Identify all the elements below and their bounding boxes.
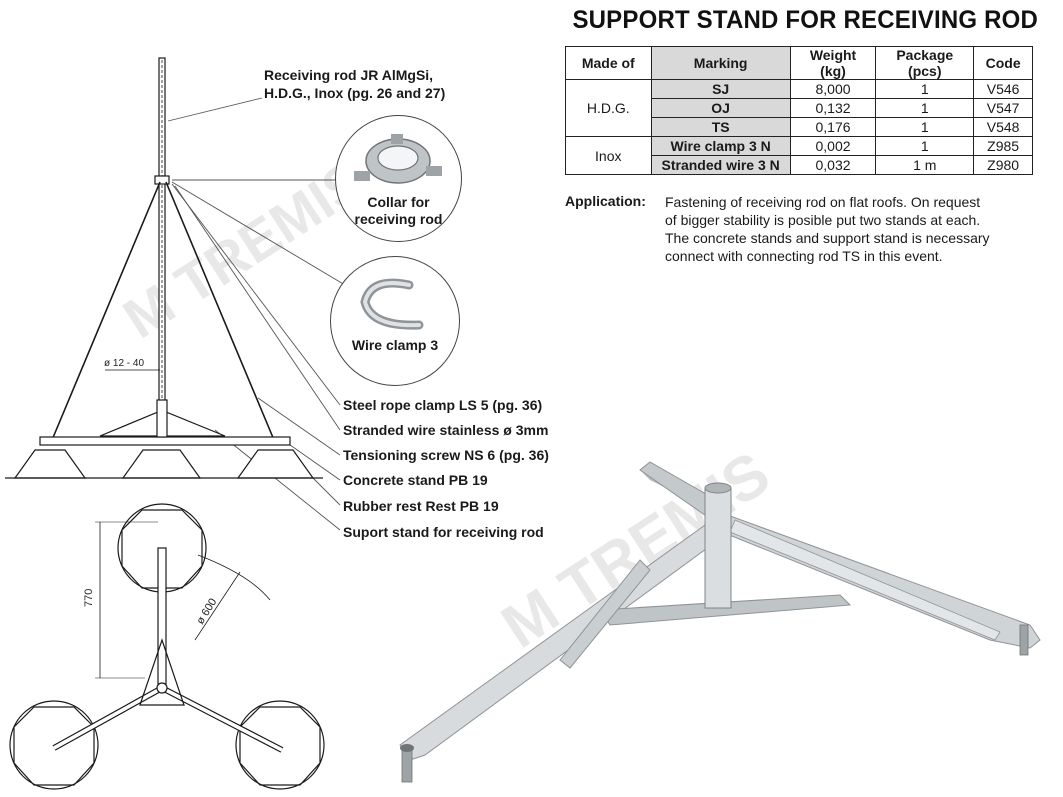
- collar-icon: [354, 134, 442, 184]
- application-line: of bigger stability is posible put two s…: [665, 212, 981, 228]
- table-row: TS 0,176 1 V548: [566, 117, 1033, 137]
- svg-text:M TREMIS: M TREMIS: [490, 439, 782, 662]
- material-cell: H.D.G.: [565, 79, 652, 137]
- base-diameter-label: ø 600: [194, 596, 219, 626]
- application-label: Application:: [565, 193, 646, 209]
- marking-cell: SJ: [650, 79, 791, 99]
- rod-diameter-label: ø 12 - 40: [104, 358, 144, 369]
- wire-clamp-detail-circle: Wire clamp 3: [330, 256, 460, 386]
- support-stand-callout: Suport stand for receiving rod: [343, 524, 544, 540]
- tensioning-screw-callout: Tensioning screw NS 6 (pg. 36): [343, 447, 549, 463]
- marking-cell: OJ: [650, 98, 791, 118]
- spec-table: Made of Marking Weight (kg) Package (pcs…: [565, 46, 1033, 175]
- table-header-row: Made of Marking Weight (kg) Package (pcs…: [565, 46, 1033, 80]
- table-row: Inox Wire clamp 3 N 0,002 1 Z985: [565, 136, 1033, 175]
- support-stand-photo: [399, 461, 1041, 783]
- col-package: Package (pcs): [875, 46, 975, 80]
- height-dimension-label: 770: [83, 589, 95, 607]
- leader-lines: [167, 97, 346, 531]
- steel-rope-clamp-callout: Steel rope clamp LS 5 (pg. 36): [343, 397, 543, 413]
- collar-detail-circle: Collar for receiving rod: [335, 115, 462, 242]
- marking-cell: Wire clamp 3 N: [650, 136, 791, 156]
- weight-cell: 0,032: [789, 155, 877, 175]
- material-cell: Inox: [565, 136, 652, 175]
- wire-clamp-caption: Wire clamp 3: [351, 337, 439, 353]
- plan-view: [9, 503, 325, 790]
- rubber-rest-callout: Rubber rest Rest PB 19: [343, 498, 499, 514]
- collar-caption: Collar for receiving rod: [354, 194, 443, 227]
- rod-callout: Receiving rod JR AlMgSi, H.D.G., Inox (p…: [264, 67, 446, 101]
- table-row: Stranded wire 3 N 0,032 1 m Z980: [566, 155, 1033, 175]
- code-cell: V546: [973, 79, 1033, 99]
- col-weight: Weight (kg): [789, 46, 877, 80]
- col-code: Code: [973, 46, 1033, 80]
- code-cell: Z980: [973, 155, 1033, 175]
- side-elevation: [5, 57, 323, 479]
- stranded-wire-callout: Stranded wire stainless ø 3mm: [343, 422, 549, 438]
- package-cell: 1 m: [875, 155, 975, 175]
- page-title: SUPPORT STAND FOR RECEIVING ROD: [572, 6, 1038, 34]
- code-cell: Z985: [973, 136, 1033, 156]
- application-line: The concrete stands and support stand is…: [665, 230, 990, 246]
- package-cell: 1: [875, 136, 975, 156]
- application-line: Fastening of receiving rod on flat roofs…: [665, 194, 981, 210]
- wire-clamp-icon: [360, 278, 424, 330]
- marking-cell: Stranded wire 3 N: [650, 155, 791, 175]
- concrete-stand-callout: Concrete stand PB 19: [343, 472, 488, 488]
- application-line: connect with connecting rod TS in this e…: [665, 248, 943, 264]
- application-text: Fastening of receiving rod on flat roofs…: [665, 193, 1035, 265]
- col-marking: Marking: [650, 46, 791, 80]
- col-made-of: Made of: [565, 46, 652, 80]
